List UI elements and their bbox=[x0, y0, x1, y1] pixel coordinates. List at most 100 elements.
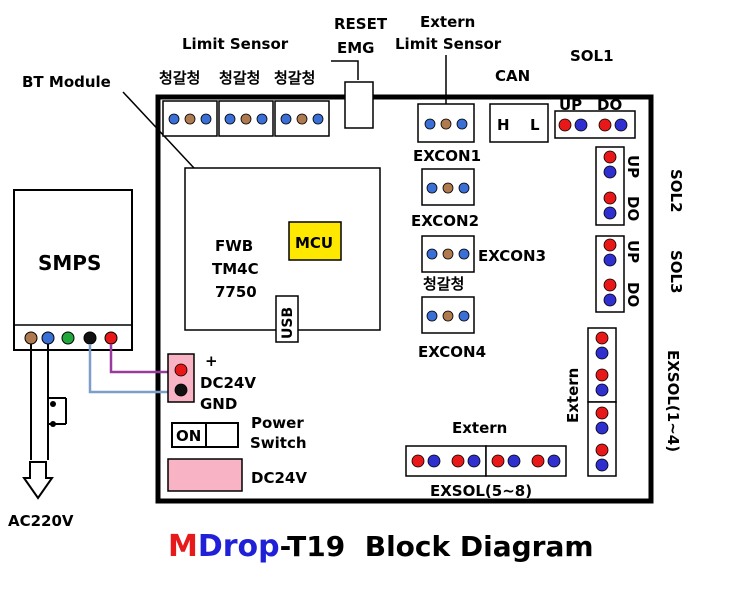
pin-brown bbox=[442, 310, 454, 322]
power-switch-label-line2: Switch bbox=[250, 434, 307, 452]
dc24v-label: DC24V bbox=[200, 374, 256, 392]
pin-blue bbox=[168, 113, 180, 125]
pin-blue bbox=[603, 293, 617, 307]
fwb-label-line3: 7750 bbox=[215, 283, 257, 301]
dc24v-jack-label: DC24V bbox=[251, 469, 307, 487]
gnd-label: GND bbox=[200, 395, 237, 413]
sol2-up-label: UP bbox=[624, 155, 642, 178]
exsol58-extern-label: Extern bbox=[452, 419, 507, 437]
excon1-label: EXCON1 bbox=[413, 147, 481, 165]
sol1-label: SOL1 bbox=[570, 47, 614, 65]
pin-red bbox=[595, 406, 609, 420]
pin-red bbox=[603, 278, 617, 292]
pin-red bbox=[595, 368, 609, 382]
diagram-title: MDrop-T19 Block Diagram bbox=[168, 529, 594, 564]
pin-blue bbox=[427, 454, 441, 468]
pin-blue bbox=[426, 182, 438, 194]
sol3-do-label: DO bbox=[624, 282, 642, 307]
sol3-label: SOL3 bbox=[667, 250, 685, 294]
excon4-colors: 청갈청 bbox=[423, 275, 464, 293]
sol1-up-label: UP bbox=[559, 96, 582, 114]
pin-blue bbox=[507, 454, 521, 468]
smps-label: SMPS bbox=[38, 251, 101, 275]
limit-colors-1: 청갈청 bbox=[159, 69, 200, 87]
smps-box bbox=[13, 189, 133, 351]
pin-red bbox=[491, 454, 505, 468]
pin-blue bbox=[574, 118, 588, 132]
fwb-label-line1: FWB bbox=[215, 237, 253, 255]
bt-module-label: BT Module bbox=[22, 73, 111, 91]
extern-limit-label-line1: Extern bbox=[420, 13, 475, 31]
pin-red bbox=[558, 118, 572, 132]
fwb-label-line2: TM4C bbox=[212, 260, 259, 278]
limit-colors-3: 청갈청 bbox=[274, 69, 315, 87]
sol2-label: SOL2 bbox=[667, 169, 685, 213]
pin-blue bbox=[595, 421, 609, 435]
pin-blue bbox=[595, 458, 609, 472]
title-drop: Drop bbox=[198, 529, 280, 564]
reset-label-line2: EMG bbox=[337, 39, 375, 57]
extern-limit-label-line2: Limit Sensor bbox=[395, 35, 502, 53]
pin-blue bbox=[280, 113, 292, 125]
smps-terminal-blue bbox=[41, 331, 55, 345]
pin-brown bbox=[240, 113, 252, 125]
limit-sensor-label: Limit Sensor bbox=[182, 35, 289, 53]
pin-brown bbox=[440, 118, 452, 130]
pin-red bbox=[174, 363, 188, 377]
wire-negative bbox=[88, 344, 178, 394]
pin-blue bbox=[456, 118, 468, 130]
mcu-label: MCU bbox=[295, 234, 333, 252]
usb-port bbox=[275, 295, 299, 343]
smps-terminal-red bbox=[104, 331, 118, 345]
reset-button bbox=[344, 81, 374, 129]
pin-red bbox=[598, 118, 612, 132]
excon2-label: EXCON2 bbox=[411, 212, 479, 230]
exsol58-label: EXSOL(5~8) bbox=[430, 482, 532, 500]
can-l-label: L bbox=[530, 116, 540, 134]
ac220v-label: AC220V bbox=[8, 512, 74, 530]
sol3-up-label: UP bbox=[624, 240, 642, 263]
pin-red bbox=[603, 150, 617, 164]
ac-arrow-icon bbox=[22, 461, 54, 500]
exsol14-extern-label: Extern bbox=[564, 368, 582, 423]
pin-blue bbox=[256, 113, 268, 125]
reset-label-line1: RESET bbox=[334, 15, 388, 33]
sol1-do-label: DO bbox=[597, 96, 622, 114]
pin-blue bbox=[458, 310, 470, 322]
power-switch-label-line1: Power bbox=[251, 414, 304, 432]
pin-blue bbox=[603, 253, 617, 267]
pin-brown bbox=[442, 182, 454, 194]
smps-terminal-black bbox=[83, 331, 97, 345]
pin-blue bbox=[595, 346, 609, 360]
ac-wiring bbox=[30, 344, 67, 460]
pin-blue bbox=[547, 454, 561, 468]
title-m: M bbox=[168, 529, 198, 564]
pin-blue bbox=[312, 113, 324, 125]
sol2-do-label: DO bbox=[624, 196, 642, 221]
limit-colors-2: 청갈청 bbox=[219, 69, 260, 87]
pin-blue bbox=[200, 113, 212, 125]
pin-blue bbox=[424, 118, 436, 130]
usb-label: USB bbox=[280, 307, 296, 339]
pin-brown bbox=[296, 113, 308, 125]
power-switch-on-label: ON bbox=[176, 427, 201, 445]
smps-terminal-green bbox=[61, 331, 75, 345]
can-label: CAN bbox=[495, 67, 530, 85]
pin-blue bbox=[467, 454, 481, 468]
dc24v-jack bbox=[167, 458, 243, 492]
pin-blue bbox=[224, 113, 236, 125]
pin-red bbox=[411, 454, 425, 468]
pin-brown bbox=[184, 113, 196, 125]
pin-blue bbox=[426, 248, 438, 260]
pin-red bbox=[531, 454, 545, 468]
ac-switch-contact-bottom bbox=[50, 421, 56, 427]
pin-blue bbox=[603, 165, 617, 179]
pin-red bbox=[595, 443, 609, 457]
title-rest: -T19 Block Diagram bbox=[280, 530, 594, 563]
main-board bbox=[155, 94, 654, 504]
pin-blue bbox=[603, 206, 617, 220]
pin-blue bbox=[614, 118, 628, 132]
pin-blue bbox=[595, 383, 609, 397]
pin-blue bbox=[426, 310, 438, 322]
